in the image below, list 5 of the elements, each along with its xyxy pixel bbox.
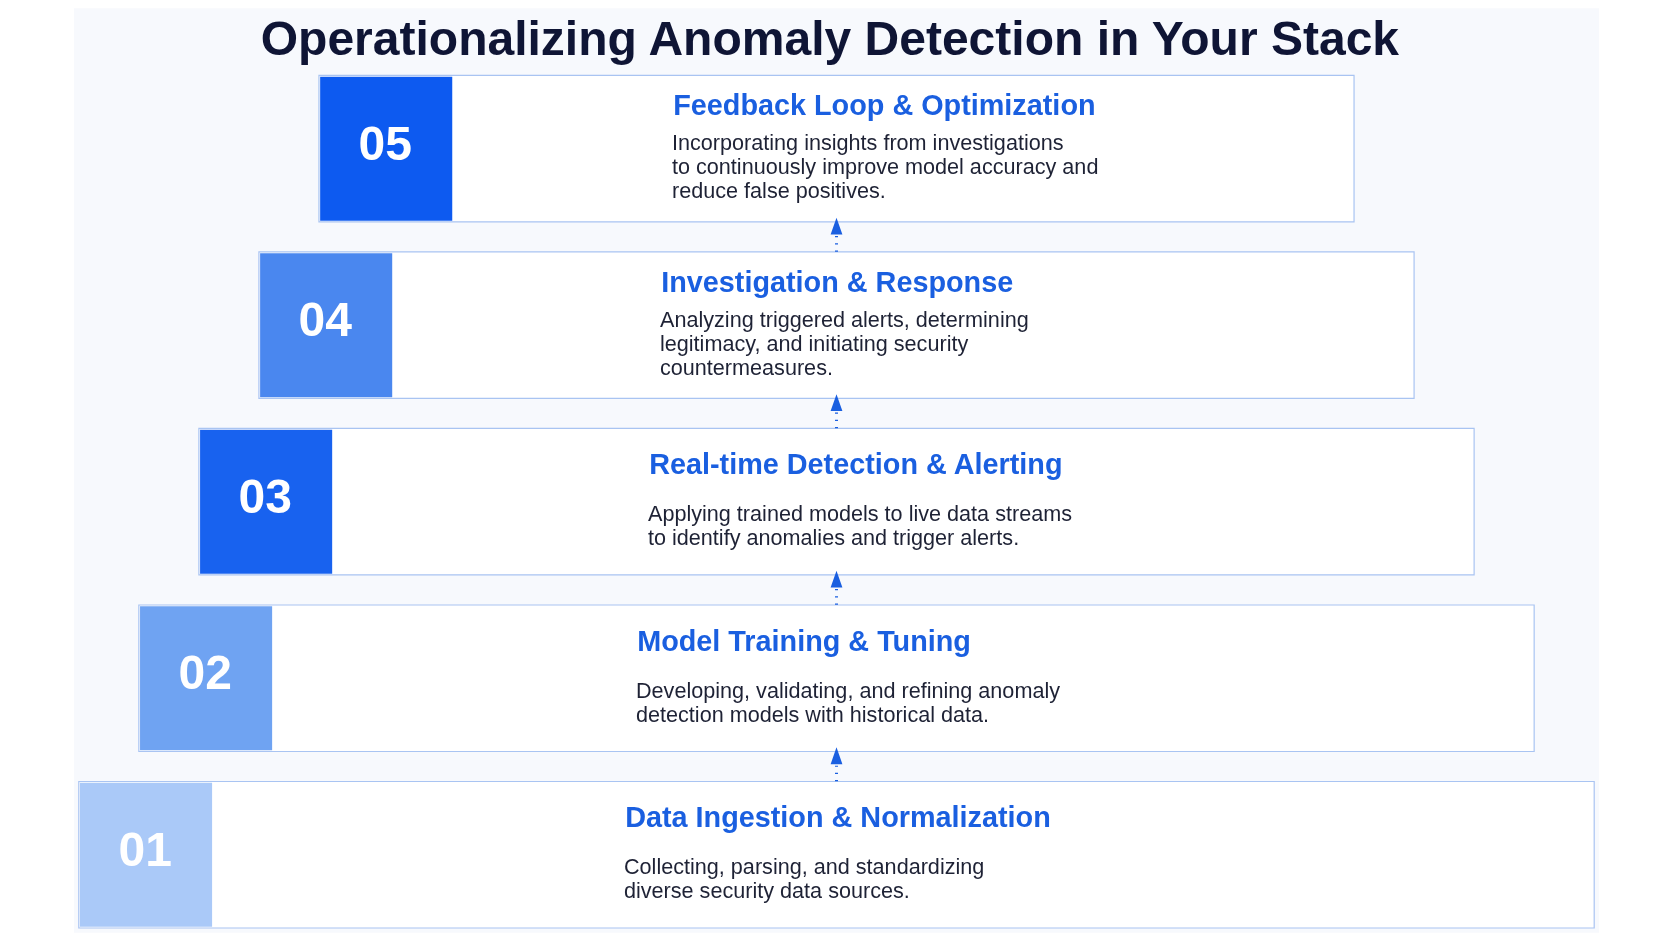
arrow: [830, 747, 842, 782]
arrow: [830, 570, 842, 605]
arrow: [830, 217, 842, 252]
arrow: [830, 394, 842, 429]
diagram-title: Operationalizing Anomaly Detection in Your Stack: [260, 12, 1399, 66]
